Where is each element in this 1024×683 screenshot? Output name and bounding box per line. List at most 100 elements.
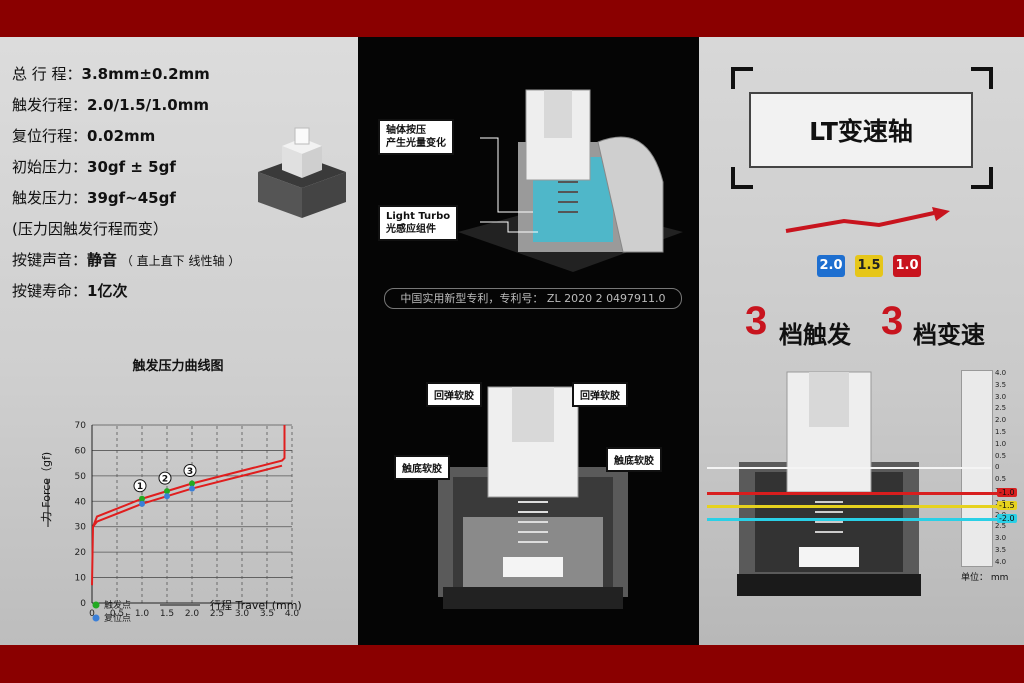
structure-panel: 轴体按压 产生光量变化 Light Turbo 光感应组件 中国实用新型专利，专…	[358, 37, 699, 645]
callout-lines-top	[480, 137, 538, 233]
ruler-tick-label: 2.5	[995, 404, 1007, 413]
x-tick-label: 2.5	[210, 609, 224, 619]
ruler-tick-label: 3.5	[995, 380, 1007, 389]
reset-point	[139, 500, 145, 507]
spec-value: 静音	[87, 251, 118, 269]
ruler-tick-label: 4.0	[995, 369, 1007, 377]
trigger-point	[139, 495, 145, 502]
level-marker: -2.0	[997, 514, 1017, 523]
x-tick-label: 1.0	[135, 609, 150, 619]
travel-badge: 1.0	[893, 255, 921, 277]
spec-value: (压力因触发行程而变）	[12, 220, 168, 238]
spec-value: 2.0/1.5/1.0mm	[87, 96, 209, 114]
speed-levels: 档变速	[913, 321, 985, 349]
chart-xlabel: 行程 Travel (mm)	[210, 599, 302, 612]
y-tick-label: 0	[80, 599, 86, 609]
chart-lines	[91, 425, 286, 586]
legend-swatch	[92, 601, 100, 609]
series-press	[91, 425, 286, 586]
level-marker: -1.0	[997, 488, 1017, 497]
y-tick-label: 10	[75, 574, 87, 584]
lt-switch-title: LT变速轴	[749, 92, 973, 168]
spec-row: 触发行程：2.0/1.5/1.0mm	[12, 94, 209, 115]
legend-label: 触发点	[104, 599, 131, 611]
patent-number: 中国实用新型专利，专利号： ZL 2020 2 0497911.0	[384, 288, 682, 309]
trigger-point	[164, 488, 170, 495]
spec-row: 按键声音：静音 （ 直上直下 线性轴 ）	[12, 249, 240, 270]
y-tick-label: 50	[75, 472, 87, 482]
x-tick-label: 1.5	[160, 609, 174, 619]
legend-swatch	[92, 614, 100, 622]
y-tick-label: 40	[75, 497, 87, 507]
chart-grid	[91, 424, 293, 604]
level-line	[707, 518, 997, 521]
three-b: 3	[881, 299, 904, 343]
spec-value: 30gf ± 5gf	[87, 158, 176, 176]
trigger-badge-label: 2	[162, 475, 168, 485]
chart-title: 触发压力曲线图	[131, 358, 223, 374]
callout-bottom-left: 触底软胶	[394, 455, 450, 480]
specs-panel: 总 行 程：3.8mm±0.2mm 触发行程：2.0/1.5/1.0mm 复位行程：…	[0, 37, 358, 645]
ruler-tick-label: 1.0	[995, 439, 1007, 448]
spec-value: 39gf~45gf	[87, 189, 176, 207]
callout-light-turbo: Light Turbo 光感应组件	[378, 205, 459, 241]
callout-bottom-right: 触底软胶	[606, 447, 662, 472]
switch-photo	[258, 127, 346, 218]
y-tick-label: 20	[75, 548, 87, 558]
top-red-band	[0, 0, 1024, 37]
spec-label: 复位行程：	[12, 127, 88, 145]
trigger-badge-label: 1	[137, 482, 143, 492]
ruler-tick-label: 0	[995, 463, 1000, 472]
travel-badge: 2.0	[817, 255, 845, 277]
spec-row: 触发压力：39gf~45gf	[12, 187, 176, 208]
trigger-levels: 档触发	[779, 321, 851, 349]
spec-row: 按键寿命：1亿次	[12, 280, 127, 301]
level-line	[707, 492, 997, 495]
trigger-badge	[158, 471, 172, 485]
trigger-badge	[133, 479, 147, 493]
legend-label: 复位点	[104, 612, 131, 624]
spec-label: 按键寿命：	[12, 282, 88, 300]
spec-label: 总 行 程：	[12, 65, 82, 83]
switch-ruler-diagram	[737, 371, 921, 596]
spec-label: 触发压力：	[12, 189, 88, 207]
callout-rebound-left: 回弹软胶	[426, 382, 482, 407]
ruler-tick-label: 2.0	[995, 416, 1007, 425]
chart-ylabel: 力 Force（gf)	[40, 452, 53, 522]
chart-points: 1 2 3	[133, 463, 197, 507]
trigger-point	[189, 480, 195, 487]
spec-row: 复位行程：0.02mm	[12, 125, 155, 146]
callout-rebound-right: 回弹软胶	[572, 382, 628, 407]
trigger-badge	[183, 463, 197, 477]
ruler-tick-label: 0.5	[995, 451, 1007, 460]
x-tick-label: 3.5	[260, 609, 274, 619]
spec-row: 总 行 程：3.8mm±0.2mm	[12, 63, 210, 84]
x-tick-label: 0.5	[110, 609, 124, 619]
spec-row: 初始压力：30gf ± 5gf	[12, 156, 176, 177]
level-line	[707, 505, 997, 508]
ruler-tick-label: 2.5	[995, 522, 1007, 531]
travel-badge: 1.5	[855, 255, 883, 277]
reset-point	[189, 485, 195, 492]
spec-label: 触发行程：	[12, 96, 88, 114]
y-tick-label: 30	[75, 523, 87, 533]
spec-label: 按键声音：	[12, 251, 88, 269]
switch-cross-section	[438, 386, 628, 609]
y-tick-label: 60	[75, 446, 87, 456]
trigger-badge-label: 3	[187, 467, 193, 477]
spec-value: 0.02mm	[87, 127, 156, 145]
spec-label: 初始压力：	[12, 158, 88, 176]
x-tick-label: 3.0	[235, 609, 250, 619]
callout-press-light: 轴体按压 产生光量变化	[378, 119, 454, 155]
title-frame	[731, 67, 993, 189]
x-tick-label: 0	[89, 609, 95, 619]
ruler-tick-label: 4.0	[995, 557, 1007, 566]
three-a: 3	[745, 299, 768, 343]
speed-arrow	[785, 207, 950, 233]
spec-note: （ 直上直下 线性轴 ）	[117, 254, 241, 268]
switch-cutaway-top	[458, 89, 683, 272]
zero-line	[707, 467, 991, 469]
